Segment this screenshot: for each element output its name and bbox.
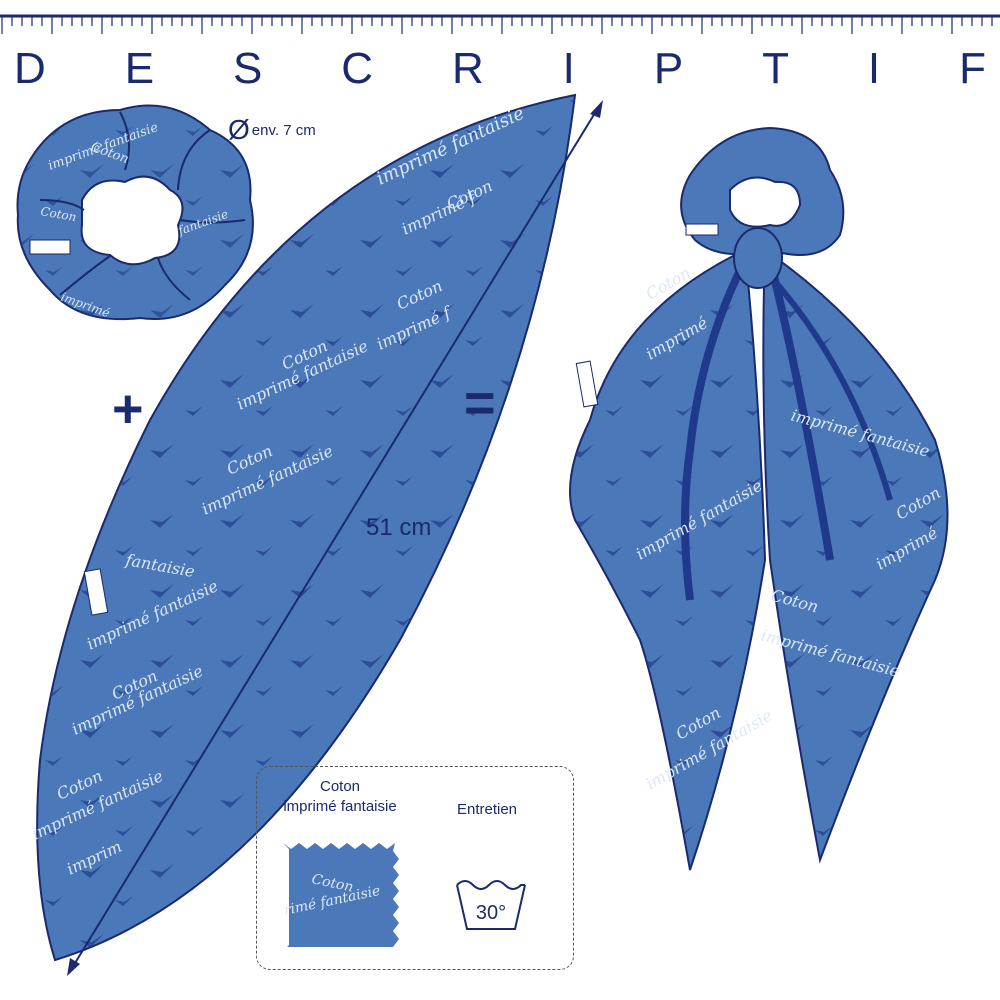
diameter-icon: Ø <box>228 114 250 145</box>
info-box: Coton imprimé fantaisie Entretien Coton … <box>256 766 574 970</box>
length-arrow <box>67 100 603 976</box>
equals-sign: = <box>464 373 496 433</box>
title-letter: C <box>341 44 374 93</box>
care-label: Entretien <box>456 801 518 818</box>
wash-30-icon: 30° <box>456 880 526 930</box>
title-letter: F <box>959 44 986 93</box>
scrunchie-scarf-image: Coton imprimé imprimé fantaisie imprimé … <box>569 126 949 871</box>
ruler-graphic <box>0 14 1000 34</box>
title-letter: D <box>14 44 46 93</box>
title-letter: E <box>124 44 155 93</box>
page-title: D E S C R I P T I F <box>0 44 1000 94</box>
fabric-label-line2: imprimé fantaisie <box>283 798 397 815</box>
wash-temperature: 30° <box>476 902 506 924</box>
fabric-swatch-icon: Coton rimé fantaisie <box>283 843 399 947</box>
title-letter: T <box>762 44 789 93</box>
scrunchie-image: Coton imprimé fantaisie Coton imprimé fa… <box>16 104 254 320</box>
fabric-strip-image: imprimé fantaisie Coton imprimé f Coton … <box>29 93 577 962</box>
plus-sign: + <box>112 379 144 439</box>
fabric-label-line1: Coton <box>319 778 361 795</box>
diameter-text: env. 7 cm <box>251 122 316 139</box>
title-letter: I <box>562 44 575 93</box>
title-letter: I <box>867 44 881 93</box>
title-letter: R <box>451 44 484 93</box>
fabric-label: Coton imprimé fantaisie <box>265 777 415 817</box>
svg-text:Coton: Coton <box>39 204 77 224</box>
title-letter: S <box>232 44 263 93</box>
title-letter: P <box>653 44 684 93</box>
length-label: 51 cm <box>366 514 432 541</box>
